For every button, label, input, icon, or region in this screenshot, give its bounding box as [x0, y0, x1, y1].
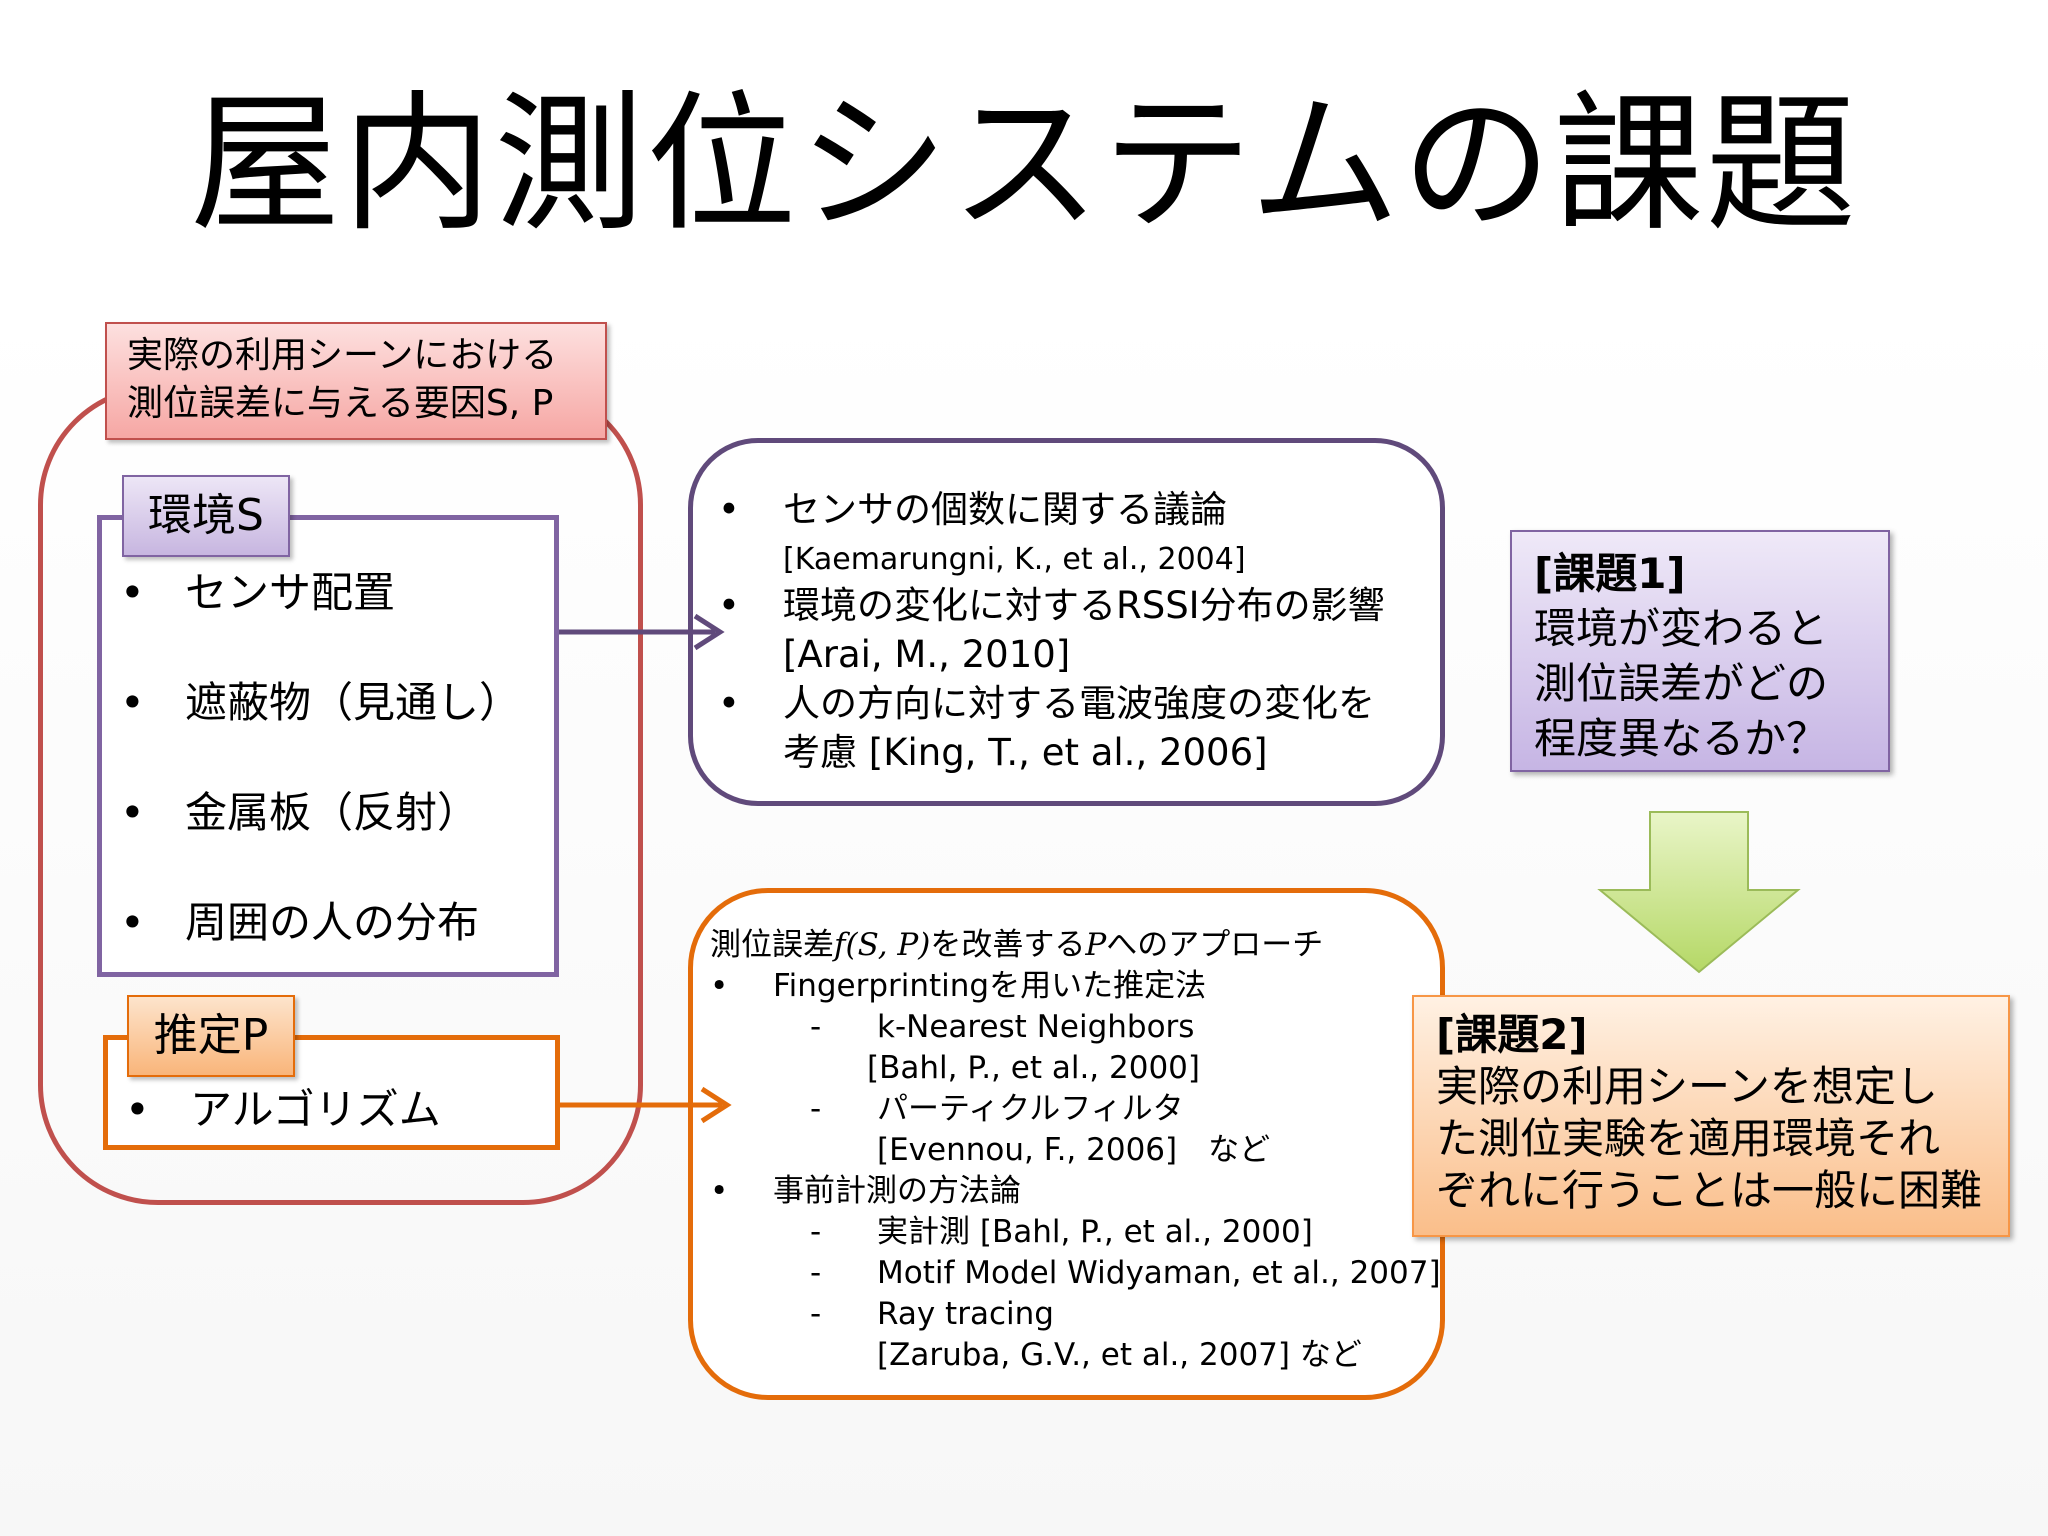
literature-box: [688, 438, 1445, 806]
issue2-box: [課題2] 実際の利用シーンを想定し た測位実験を適用環境それ ぞれに行うことは…: [1412, 995, 2010, 1237]
literature-ref: 考慮 [King, T., et al., 2006]: [783, 731, 1268, 774]
approach-subitem: 実計測 [Bahl, P., et al., 2000]: [877, 1214, 1313, 1250]
bullet-icon: •: [120, 568, 145, 617]
environment-box: [97, 515, 559, 977]
approach-subitem: Motif Model Widyaman, et al., 2007]: [877, 1255, 1441, 1291]
approach-item: Fingerprintingを用いた推定法: [773, 968, 1207, 1004]
dash-icon: -: [810, 1296, 822, 1332]
literature-item: 環境の変化に対するRSSI分布の影響: [783, 584, 1385, 627]
environment-label: 環境S: [122, 475, 290, 557]
environment-item: •遮蔽物（見通し）: [120, 678, 522, 727]
factor-label: 実際の利用シーンにおける 測位誤差に与える要因S, P: [105, 322, 607, 440]
estimation-arrow: [560, 1086, 732, 1124]
down-arrow-icon: [1597, 811, 1801, 974]
dash-icon: -: [810, 1009, 822, 1045]
approach-ref: [Evennou, F., 2006] など: [877, 1132, 1271, 1168]
approach-heading: 測位誤差f(S, P)を改善するPへのアプローチ: [710, 927, 1324, 963]
dash-icon: -: [810, 1214, 822, 1250]
bullet-icon: •: [120, 788, 145, 837]
dash-icon: -: [810, 1255, 822, 1291]
issue2-heading: [課題2]: [1436, 1010, 1588, 1059]
bullet-icon: •: [710, 1173, 729, 1209]
literature-item: センサの個数に関する議論: [783, 488, 1227, 531]
bullet-icon: •: [125, 1085, 150, 1134]
bullet-icon: •: [718, 584, 740, 627]
dash-icon: -: [810, 1091, 822, 1127]
issue1-box: [課題1] 環境が変わると 測位誤差がどの 程度異なるか？: [1510, 530, 1890, 772]
estimation-item: •アルゴリズム: [125, 1085, 441, 1134]
literature-ref: [Arai, M., 2010]: [783, 633, 1071, 676]
environment-item: •センサ配置: [120, 568, 396, 617]
bullet-icon: •: [718, 488, 740, 531]
approach-item: 事前計測の方法論: [773, 1173, 1021, 1209]
approach-subitem: パーティクルフィルタ: [877, 1091, 1184, 1127]
bullet-icon: •: [120, 898, 145, 947]
approach-ref: [Bahl, P., et al., 2000]: [867, 1050, 1200, 1086]
approach-ref: [Zaruba, G.V., et al., 2007] など: [877, 1337, 1362, 1373]
approach-subitem: k-Nearest Neighbors: [877, 1009, 1195, 1045]
environment-arrow: [559, 613, 725, 651]
environment-item: •周囲の人の分布: [120, 898, 480, 947]
bullet-icon: •: [710, 968, 729, 1004]
slide-title: 屋内測位システムの課題: [190, 78, 1858, 252]
approach-box: [688, 888, 1445, 1400]
issue1-heading: [課題1]: [1534, 549, 1686, 598]
literature-item: 人の方向に対する電波強度の変化を: [783, 682, 1375, 725]
literature-ref: [Kaemarungni, K., et al., 2004]: [783, 542, 1246, 577]
approach-subitem: Ray tracing: [877, 1296, 1054, 1332]
bullet-icon: •: [718, 682, 740, 725]
environment-item: •金属板（反射）: [120, 788, 480, 837]
bullet-icon: •: [120, 678, 145, 727]
estimation-label: 推定P: [127, 995, 295, 1077]
